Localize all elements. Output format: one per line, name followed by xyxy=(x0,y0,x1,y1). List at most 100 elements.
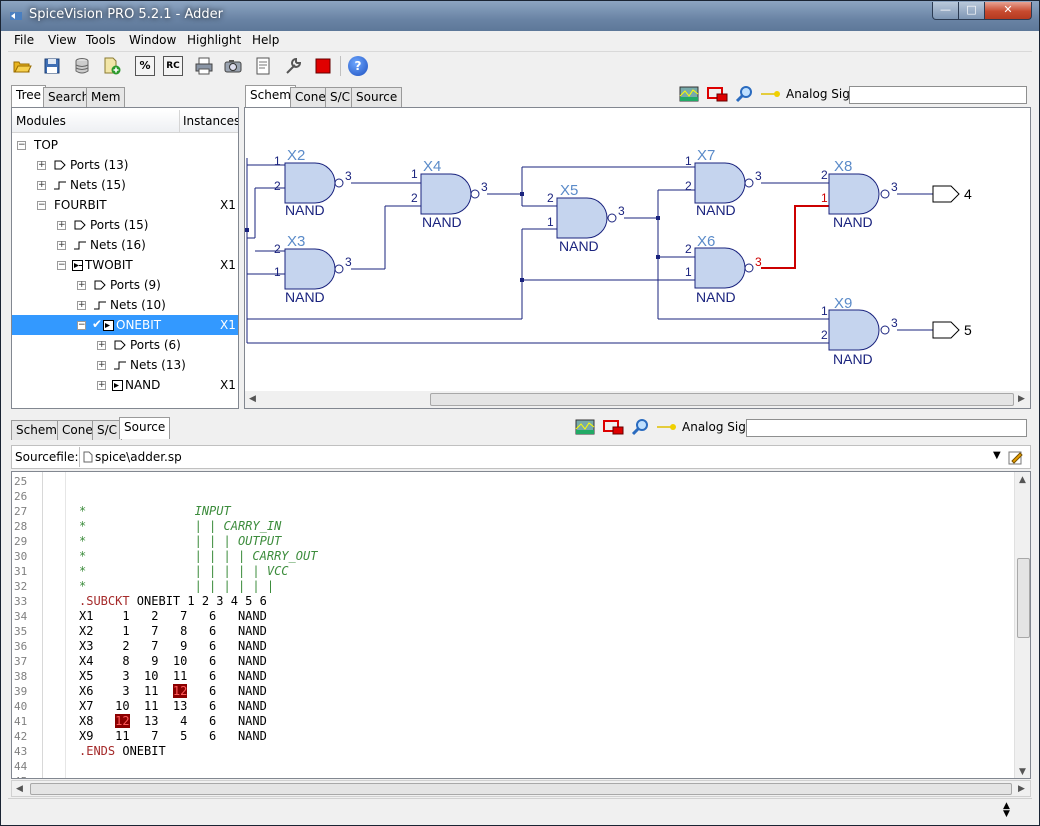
print-icon[interactable] xyxy=(194,56,214,76)
code-line[interactable]: X6 3 11 12 6 NAND xyxy=(79,684,267,698)
chevron-down-icon[interactable]: ▼ xyxy=(993,450,1001,461)
tab-schem[interactable]: Schem xyxy=(11,420,62,440)
tab-search[interactable]: Search xyxy=(43,87,95,107)
expand-icon[interactable]: + xyxy=(37,180,46,190)
code-line[interactable]: * | | CARRY_IN xyxy=(79,519,281,533)
zoom-icon[interactable] xyxy=(631,418,649,436)
tab-schem[interactable]: Schem xyxy=(245,85,296,107)
nand-gate-x9[interactable]: X9 NAND 1 2 3 xyxy=(821,295,898,367)
source-vscrollbar[interactable]: ▲ ▼ xyxy=(1014,472,1030,778)
document-icon[interactable] xyxy=(253,56,273,76)
expand-icon[interactable]: + xyxy=(77,300,86,310)
menu-window[interactable]: Window xyxy=(129,33,177,47)
code-line[interactable]: .ENDS ONEBIT xyxy=(79,744,166,758)
code-line[interactable]: * INPUT xyxy=(79,504,231,518)
expand-icon[interactable]: + xyxy=(57,220,66,230)
scroll-down-icon[interactable]: ▼ xyxy=(1019,767,1026,777)
signal-search-input[interactable] xyxy=(849,86,1027,104)
spin-icon[interactable]: ▲▼ xyxy=(1003,801,1010,819)
title-bar[interactable]: SpiceVision PRO 5.2.1 - Adder — □ ✕ xyxy=(1,1,1039,31)
nand-gate-x3[interactable]: X3 NAND 2 1 3 xyxy=(274,233,352,305)
code-line[interactable]: * | | | | | VCC xyxy=(79,564,289,578)
highlighted-net[interactable] xyxy=(761,205,829,269)
nand-gate-x7[interactable]: X7 NAND 1 2 3 xyxy=(685,147,762,218)
code-line[interactable]: X7 10 11 13 6 NAND xyxy=(79,699,267,713)
highlight-box-icon[interactable] xyxy=(707,86,729,102)
tree-row-onebit[interactable]: − ✔ ONEBIT X1 xyxy=(12,315,238,335)
stop-icon[interactable] xyxy=(313,56,333,76)
scroll-thumb[interactable] xyxy=(430,393,1014,406)
scroll-up-icon[interactable]: ▲ xyxy=(1019,475,1026,485)
rc-button[interactable]: RC xyxy=(163,56,183,76)
expand-icon[interactable]: + xyxy=(97,360,106,370)
code-line[interactable]: * | | | | CARRY_OUT xyxy=(79,549,317,563)
code-line[interactable]: * | | | OUTPUT xyxy=(79,534,281,548)
tab-source[interactable]: Source xyxy=(119,417,171,439)
col-instances[interactable]: Instances xyxy=(183,114,239,128)
scroll-left-icon[interactable]: ◀ xyxy=(249,394,256,404)
code-line[interactable]: X9 11 7 5 6 NAND xyxy=(79,729,267,743)
sourcefile-select[interactable]: spice\adder.sp xyxy=(95,450,182,464)
maximize-button[interactable]: □ xyxy=(958,2,985,20)
schematic-canvas[interactable]: X2 NAND 1 2 3 X3 NAND 2 1 3 X4 NAND 1 xyxy=(244,107,1031,409)
save-icon[interactable] xyxy=(42,56,62,76)
wrench-icon[interactable] xyxy=(283,56,303,76)
highlight-box-icon[interactable] xyxy=(603,419,625,435)
code-line[interactable]: X1 1 2 7 6 NAND xyxy=(79,609,267,623)
menu-view[interactable]: View xyxy=(48,33,77,47)
collapse-icon[interactable]: − xyxy=(37,200,46,210)
schematic-hscrollbar[interactable]: ◀ ▶ xyxy=(245,391,1030,408)
database-icon[interactable] xyxy=(72,56,92,76)
tab-tree[interactable]: Tree xyxy=(11,85,47,107)
nand-gate-x5[interactable]: X5 NAND 2 1 3 xyxy=(547,182,625,254)
tree-row-nets[interactable]: + Nets (13) xyxy=(12,355,238,375)
tree-row-ports[interactable]: + Ports (15) xyxy=(12,215,238,235)
scroll-right-icon[interactable]: ▶ xyxy=(1018,394,1025,404)
open-folder-icon[interactable] xyxy=(12,56,32,76)
tab-sc[interactable]: S/C xyxy=(92,420,123,440)
code-line[interactable]: * | | | | | | xyxy=(79,579,274,593)
output-port-4[interactable]: 4 xyxy=(932,185,972,203)
collapse-icon[interactable]: − xyxy=(57,260,66,270)
edit-icon[interactable] xyxy=(1008,449,1024,465)
tree-row-ports[interactable]: + Ports (6) xyxy=(12,335,238,355)
scroll-thumb[interactable] xyxy=(30,783,1012,795)
scroll-thumb[interactable] xyxy=(1017,558,1030,638)
camera-icon[interactable] xyxy=(223,56,243,76)
collapse-icon[interactable]: − xyxy=(77,320,86,330)
menu-tools[interactable]: Tools xyxy=(86,33,116,47)
col-modules[interactable]: Modules xyxy=(16,114,66,128)
nand-gate-x6[interactable]: X6 NAND 2 1 3 xyxy=(685,233,762,305)
code-line[interactable]: .SUBCKT ONEBIT 1 2 3 4 5 6 xyxy=(79,594,267,608)
zoom-icon[interactable] xyxy=(735,85,753,103)
waveform-icon[interactable] xyxy=(575,419,595,435)
scroll-left-icon[interactable]: ◀ xyxy=(16,784,23,794)
tree-row-nets[interactable]: + Nets (16) xyxy=(12,235,238,255)
expand-icon[interactable]: + xyxy=(77,280,86,290)
code-line[interactable]: X5 3 10 11 6 NAND xyxy=(79,669,267,683)
tree-row-top[interactable]: − TOP xyxy=(12,135,238,155)
nand-gate-x8[interactable]: X8 NAND 2 1 3 xyxy=(821,158,898,230)
expand-icon[interactable]: + xyxy=(37,160,46,170)
close-button[interactable]: ✕ xyxy=(984,2,1032,20)
highlighted-net-token[interactable]: 12 xyxy=(172,684,188,698)
menu-help[interactable]: Help xyxy=(252,33,280,47)
tab-source[interactable]: Source xyxy=(351,87,403,107)
tree-row-twobit[interactable]: − TWOBIT X1 xyxy=(12,255,238,275)
tree-row-nand[interactable]: + NAND X1 xyxy=(12,375,238,395)
tree-row-ports[interactable]: + Ports (13) xyxy=(12,155,238,175)
expand-icon[interactable]: + xyxy=(97,340,106,350)
percent-button[interactable]: % xyxy=(135,56,155,76)
tab-sc[interactable]: S/C xyxy=(325,87,356,107)
tree-row-ports[interactable]: + Ports (9) xyxy=(12,275,238,295)
tree-row-nets[interactable]: + Nets (10) xyxy=(12,295,238,315)
highlighted-net-token[interactable]: 12 xyxy=(115,714,130,728)
nand-gate-x4[interactable]: X4 NAND 1 2 3 xyxy=(411,158,488,230)
source-hscrollbar[interactable]: ◀ ▶ xyxy=(11,780,1031,797)
waveform-icon[interactable] xyxy=(679,86,699,102)
nand-gate-x2[interactable]: X2 NAND 1 2 3 xyxy=(274,147,352,218)
signal-search-input[interactable] xyxy=(746,419,1027,437)
tab-cone[interactable]: Cone xyxy=(57,420,98,440)
code-line[interactable]: X4 8 9 10 6 NAND xyxy=(79,654,267,668)
